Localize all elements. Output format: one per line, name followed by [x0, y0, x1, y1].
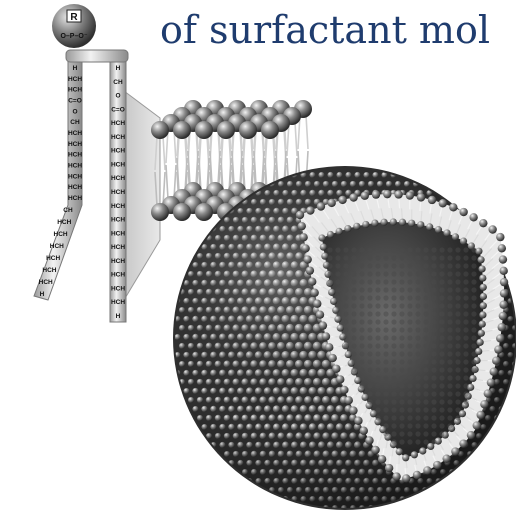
right-chain-atom: HCH [111, 203, 125, 210]
left-chain-atom: HCH [68, 141, 82, 148]
left-chain-atom: HCH [54, 231, 68, 238]
left-chain-atom: HCH [57, 219, 71, 226]
left-chain-atom: HCH [68, 173, 82, 180]
left-chain-atom: H [73, 65, 78, 72]
left-chain-atom: HCH [68, 130, 82, 137]
left-chain-atom: HCH [68, 76, 82, 83]
head-symbol-label: R [70, 12, 78, 23]
left-chain-atom: HCH [68, 163, 82, 170]
left-chain-atom: HCH [68, 87, 82, 94]
left-chain-atom: O [72, 108, 77, 115]
left-chain-atom: H [40, 291, 45, 298]
right-chain-atom: H [116, 65, 121, 72]
left-chain-atom: CH [63, 207, 73, 214]
right-chain-atom: O [115, 93, 120, 100]
caption-title: of surfactant mol [160, 8, 490, 52]
right-chain-atom: HCH [111, 148, 125, 155]
right-chain-atom: HCH [111, 285, 125, 292]
left-chain-atom: HCH [42, 267, 56, 274]
left-chain-atom: HCH [68, 184, 82, 191]
right-chain-atom: HCH [111, 258, 125, 265]
right-chain-atom: HCH [111, 134, 125, 141]
left-chain-atom: HCH [39, 279, 53, 286]
surfactant-molecule: HHCHHCHC=OOCHHCHHCHHCHHCHHCHHCHHCHCHHCHH… [34, 4, 128, 322]
right-chain-atom: HCH [111, 175, 125, 182]
left-chain-atom: HCH [68, 195, 82, 202]
left-chain-atom: C=O [68, 98, 82, 105]
left-chain-atom: CH [70, 119, 80, 126]
right-chain-atom: HCH [111, 272, 125, 279]
right-chain-atom: C=O [111, 106, 125, 113]
vesicle [173, 166, 516, 511]
right-chain-atom: CH [113, 79, 123, 86]
left-chain-atom: HCH [50, 243, 64, 250]
left-chain-atom: HCH [46, 255, 60, 262]
right-chain-atom: HCH [111, 189, 125, 196]
right-chain-atom: HCH [111, 230, 125, 237]
right-chain-atom: HCH [111, 244, 125, 251]
right-chain-atom: HCH [111, 161, 125, 168]
right-chain-atom: HCH [111, 120, 125, 127]
right-chain-atom: HCH [111, 217, 125, 224]
right-chain-atom: HCH [111, 299, 125, 306]
right-chain-atom: H [116, 313, 121, 320]
phosphate-label: O–P–O⁻ [60, 33, 87, 40]
left-chain-atom: HCH [68, 152, 82, 159]
